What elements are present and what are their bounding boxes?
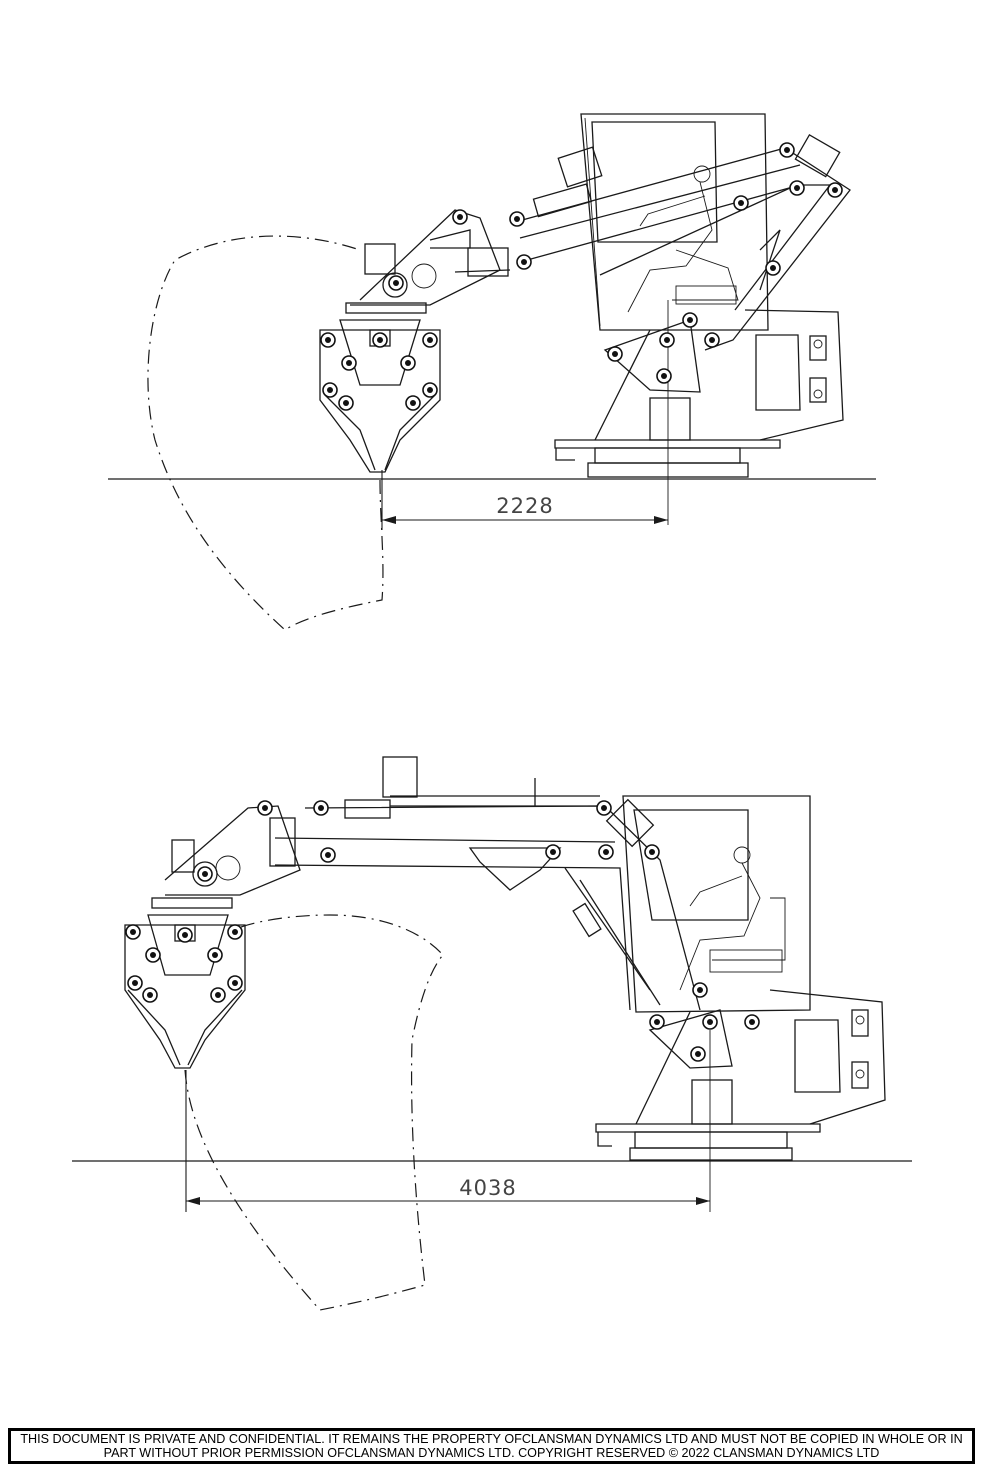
confidentiality-notice: THIS DOCUMENT IS PRIVATE AND CONFIDENTIA… <box>8 1428 975 1464</box>
dimension-label-bottom: 4038 <box>459 1176 516 1200</box>
outer-boom-top <box>350 209 511 306</box>
operator-cab-bottom <box>622 795 811 1013</box>
outer-boom-bottom <box>164 805 301 896</box>
dimension-reach-bottom: 4038 <box>185 1070 710 1212</box>
manipulator-view-extended: 4038 <box>72 756 912 1311</box>
operator-cab-top <box>580 113 769 331</box>
reach-envelope-top <box>147 235 384 631</box>
grapple-head-bottom <box>124 897 246 1069</box>
turret-bottom <box>635 989 886 1125</box>
main-boom-top <box>514 133 851 351</box>
pedestal-base-bottom <box>595 1030 821 1212</box>
technical-drawing: 2228 <box>72 113 912 1311</box>
dimension-reach-top: 2228 <box>381 470 668 530</box>
main-boom-bottom <box>274 756 701 1011</box>
pedestal-base-top <box>554 300 781 525</box>
confidentiality-notice-text: THIS DOCUMENT IS PRIVATE AND CONFIDENTIA… <box>20 1432 963 1460</box>
grapple-head-top <box>319 302 441 473</box>
reach-envelope-bottom <box>184 914 444 1311</box>
dimension-label-top: 2228 <box>496 494 553 518</box>
turret-top <box>594 309 844 441</box>
manipulator-view-retracted: 2228 <box>108 113 876 631</box>
